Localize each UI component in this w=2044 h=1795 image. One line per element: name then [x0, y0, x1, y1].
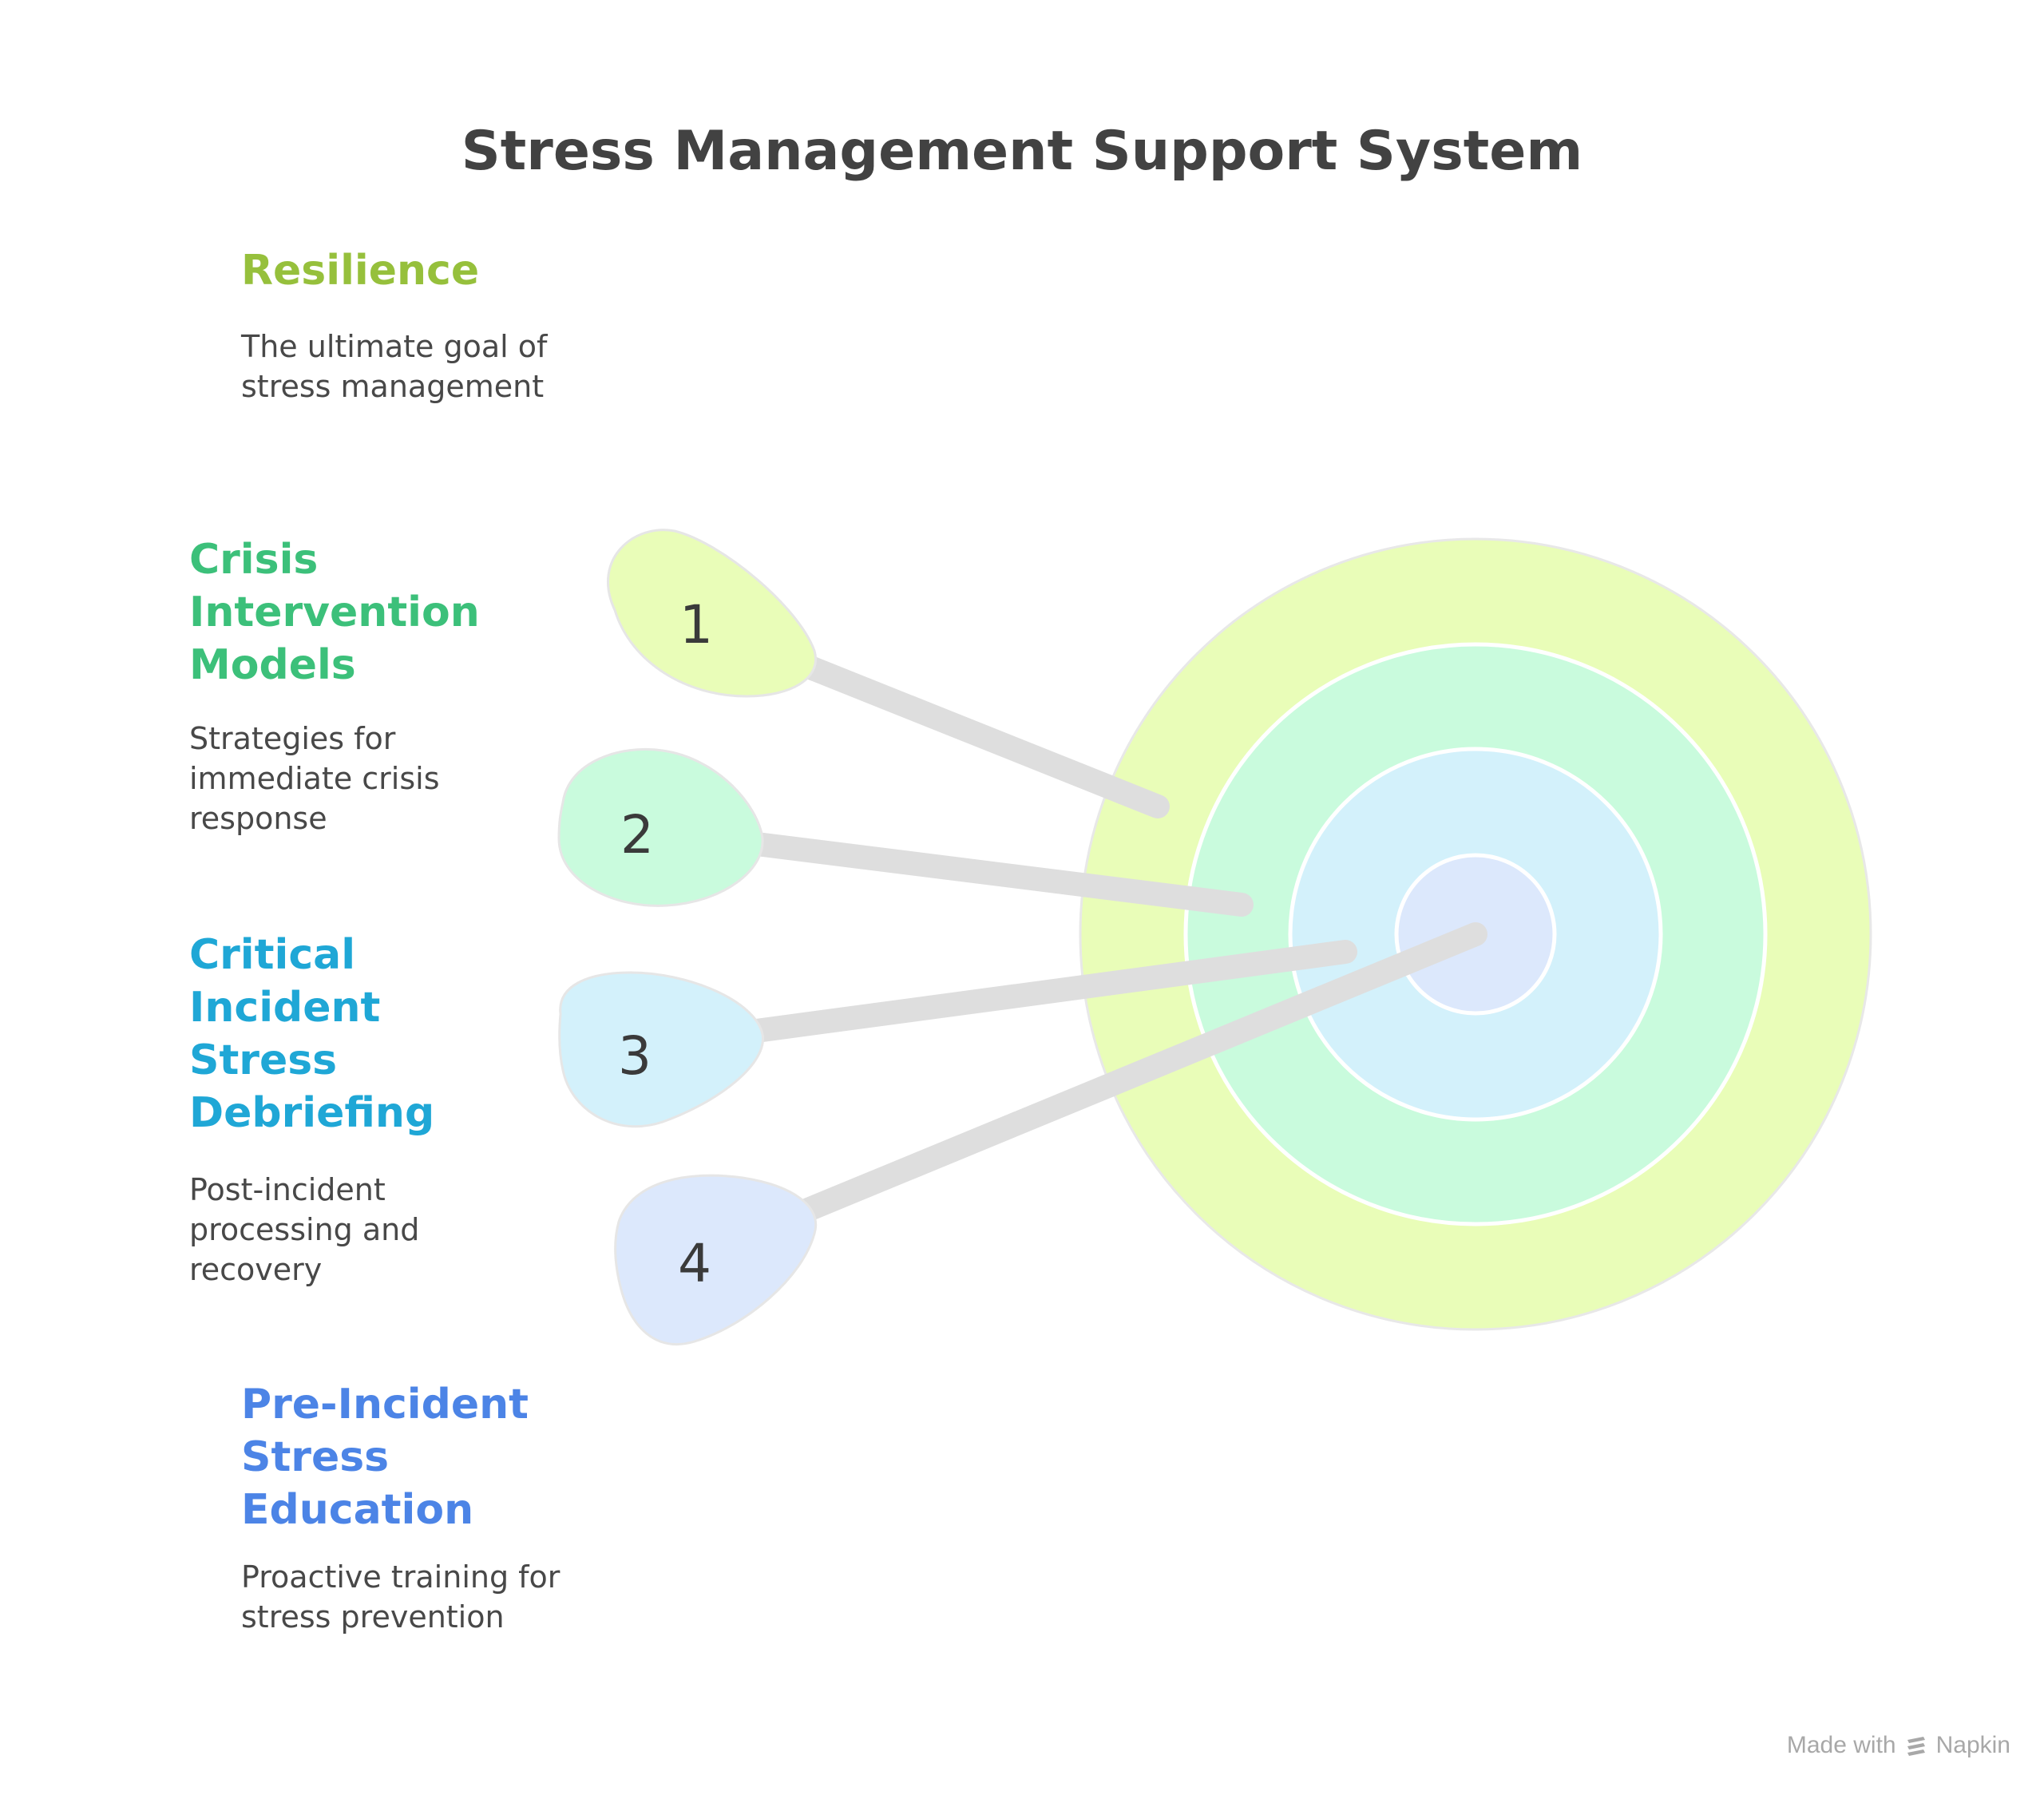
watermark-brand: Napkin: [1935, 1732, 2010, 1758]
dart-2: 2: [557, 747, 764, 907]
napkin-logo-icon: [1907, 1737, 1925, 1756]
dart-1-shaft: [778, 648, 1170, 818]
dart-1-number: 1: [679, 594, 713, 656]
watermark: Made with Napkin: [1787, 1732, 2010, 1759]
item-4-description: Proactive training for stress prevention: [241, 1559, 561, 1635]
dart-4: 4: [614, 1174, 818, 1346]
goal-description: The ultimate goal of stress management: [241, 329, 548, 404]
item-3-label: Critical Incident Stress Debriefing: [189, 931, 435, 1137]
dart-4-head: [614, 1174, 818, 1346]
dart-3: 3: [558, 971, 764, 1128]
dart-2-number: 2: [620, 804, 654, 866]
item-4-label: Pre-Incident Stress Education: [241, 1381, 529, 1534]
dart-3-number: 3: [618, 1025, 652, 1087]
goal-label: Resilience: [241, 247, 480, 295]
page-title: Stress Management Support System: [461, 120, 1583, 183]
dart-1: 1: [607, 529, 817, 698]
dart-4-number: 4: [678, 1233, 711, 1294]
dart-shafts: [739, 648, 1487, 1226]
dart-3-shaft: [739, 940, 1357, 1044]
dart-2-head: [557, 747, 764, 907]
item-1-label: Crisis Intervention Models: [189, 536, 480, 689]
item-3-description: Post-incident processing and recovery: [189, 1172, 420, 1287]
item-1-description: Strategies for immediate crisis response: [189, 721, 440, 836]
dart-4-shaft: [786, 922, 1487, 1226]
dart-3-head: [558, 971, 764, 1128]
dart-2-shaft: [739, 831, 1254, 917]
watermark-made-with: Made with: [1786, 1732, 1896, 1758]
dart-1-head: [607, 529, 817, 698]
